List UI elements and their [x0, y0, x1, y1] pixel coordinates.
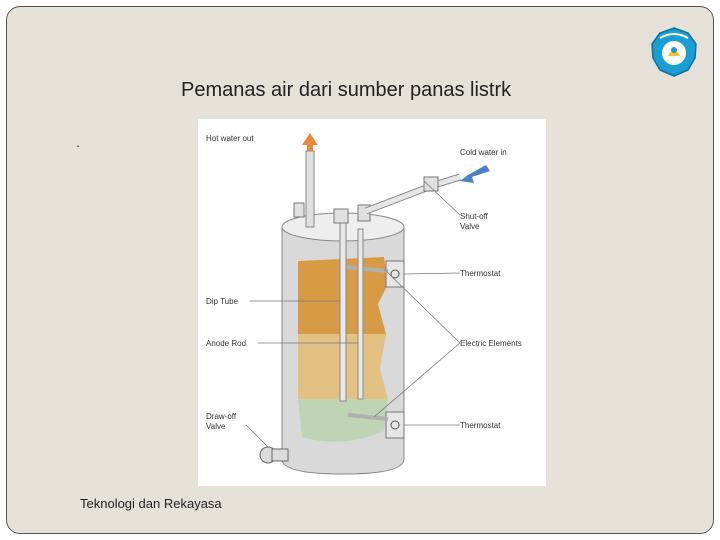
hot-water-arrow — [302, 133, 318, 151]
hot-water-pipe — [305, 150, 315, 228]
water-heater-diagram: Hot water out Cold water in Shut-off Val… — [198, 119, 546, 486]
label-electric-elements: Electric Elements — [460, 339, 522, 348]
bullet-point: . — [76, 134, 80, 150]
label-anode-rod: Anode Rod — [206, 339, 246, 348]
label-shutoff-valve-line2: Valve — [460, 222, 480, 231]
label-drawoff-valve-line2: Valve — [206, 422, 226, 431]
slide-title: Pemanas air dari sumber panas listrk — [181, 79, 512, 101]
label-thermostat-bottom: Thermostat — [460, 421, 501, 430]
dip-tube — [339, 218, 347, 402]
label-dip-tube: Dip Tube — [206, 297, 239, 306]
label-hot-water-out: Hot water out — [206, 134, 254, 143]
upper-element — [341, 265, 389, 273]
cold-water-arrow — [460, 165, 490, 183]
thermostat-bottom-box — [385, 411, 405, 439]
anode-rod — [357, 228, 364, 400]
slide-footer: Teknologi dan Rekayasa — [80, 496, 222, 511]
label-shutoff-valve-line1: Shut-off — [460, 212, 489, 221]
ministry-logo-icon — [648, 26, 700, 78]
shutoff-valve — [423, 176, 439, 192]
lower-element — [347, 413, 389, 421]
cold-water-layer — [298, 399, 388, 442]
label-thermostat-top: Thermostat — [460, 269, 501, 278]
label-cold-water-in: Cold water in — [460, 148, 507, 157]
label-drawoff-valve-line1: Draw-off — [206, 412, 237, 421]
